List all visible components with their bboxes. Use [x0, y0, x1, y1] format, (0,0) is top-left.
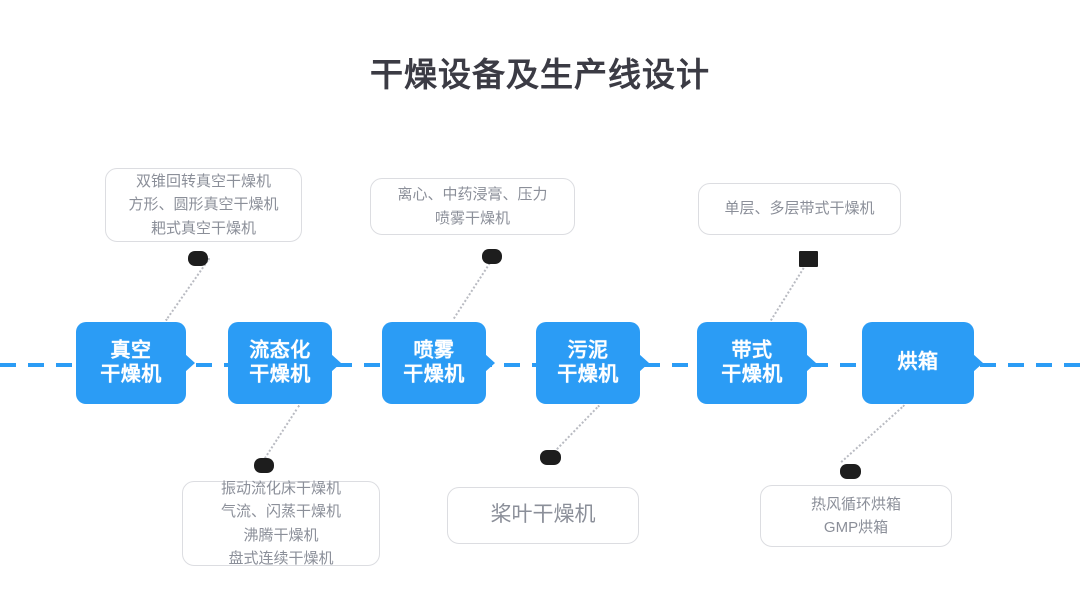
callout-fluidized-types[interactable]: 振动流化床干燥机 气流、闪蒸干燥机 沸腾干燥机 盘式连续干燥机	[182, 480, 380, 567]
leader-vacuum	[165, 257, 211, 322]
marker-fluidized	[254, 458, 274, 473]
leader-oven	[840, 404, 905, 463]
callout-vacuum-types-text: 双锥回转真空干燥机 方形、圆形真空干燥机 耙式真空干燥机	[128, 173, 279, 237]
stage-label-vacuum: 真空 干燥机	[100, 339, 162, 385]
stage-box-vacuum[interactable]: 真空 干燥机	[76, 322, 186, 404]
leader-fluidized	[259, 404, 300, 466]
stage-box-sludge[interactable]: 污泥 干燥机	[536, 322, 640, 404]
callout-oven-types[interactable]: 热风循环烘箱 GMP烘箱	[760, 485, 952, 547]
marker-spray	[482, 249, 502, 264]
stage-label-fluidized: 流态化 干燥机	[249, 339, 311, 385]
stage-box-spray[interactable]: 喷雾 干燥机	[382, 322, 486, 404]
stage-label-sludge: 污泥 干燥机	[557, 339, 619, 385]
callout-sludge-types[interactable]: 桨叶干燥机	[447, 487, 639, 544]
callout-vacuum-types[interactable]: 双锥回转真空干燥机 方形、圆形真空干燥机 耙式真空干燥机	[105, 168, 302, 242]
page-title: 干燥设备及生产线设计	[370, 56, 710, 93]
callout-belt-types-text: 单层、多层带式干燥机	[724, 200, 875, 218]
marker-sludge	[540, 450, 561, 465]
marker-vacuum	[188, 251, 208, 266]
stage-box-oven[interactable]: 烘箱	[862, 322, 974, 404]
stage-label-oven: 烘箱	[897, 351, 939, 374]
stage-label-spray: 喷雾 干燥机	[403, 339, 465, 385]
callout-spray-types[interactable]: 离心、中药浸膏、压力 喷雾干燥机	[370, 178, 575, 235]
stage-box-fluidized[interactable]: 流态化 干燥机	[228, 322, 332, 404]
callout-spray-types-text: 离心、中药浸膏、压力 喷雾干燥机	[397, 186, 548, 227]
leader-sludge	[551, 404, 600, 455]
stage-label-belt: 带式 干燥机	[721, 339, 783, 385]
callout-oven-types-text: 热风循环烘箱 GMP烘箱	[810, 495, 901, 536]
callout-fluidized-types-text: 振动流化床干燥机 气流、闪蒸干燥机 沸腾干燥机 盘式连续干燥机	[220, 480, 341, 567]
callout-sludge-types-text: 桨叶干燥机	[490, 503, 596, 527]
callout-belt-types[interactable]: 单层、多层带式干燥机	[698, 183, 901, 235]
marker-belt	[799, 251, 818, 267]
marker-oven	[840, 464, 861, 479]
stage-box-belt[interactable]: 带式 干燥机	[697, 322, 807, 404]
